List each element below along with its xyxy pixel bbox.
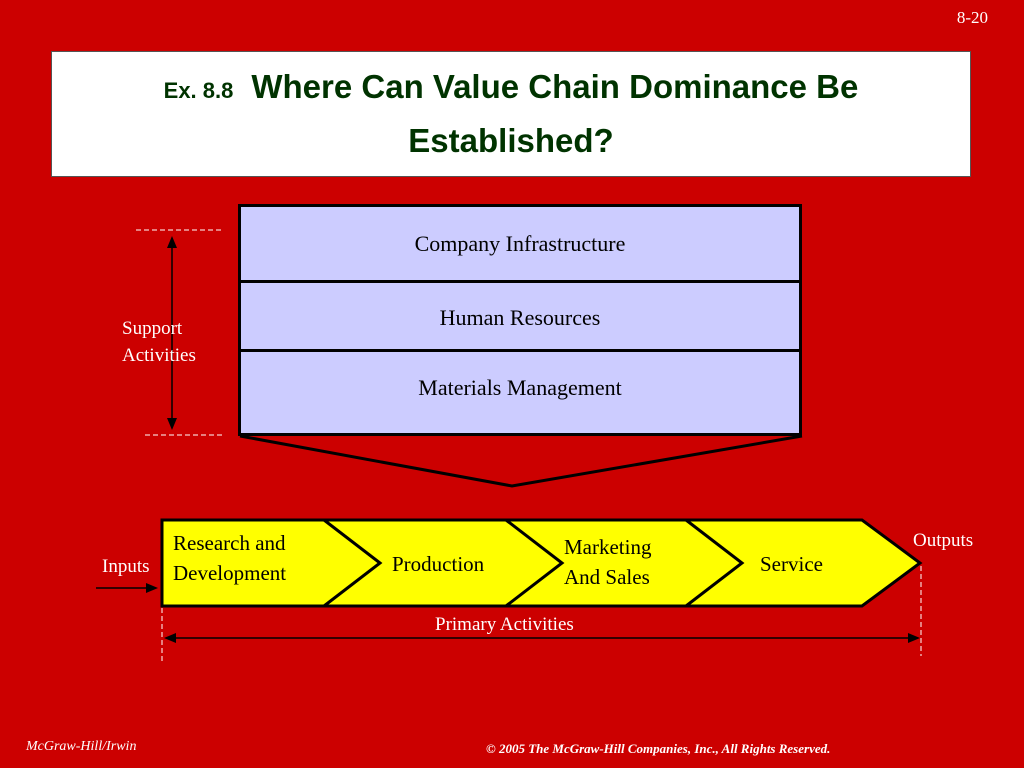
outputs-label: Outputs [913, 530, 974, 551]
support-box-infrastructure: Company Infrastructure [238, 204, 802, 283]
support-box-human-resources: Human Resources [238, 280, 802, 352]
primary-item-production: Production [392, 549, 512, 579]
support-arrow-head-up [167, 236, 177, 248]
primary-item-research-line2: Development [173, 561, 287, 585]
title-text: Where Can Value Chain Dominance Be Estab… [251, 68, 859, 159]
primary-item-research: Research and Development [173, 528, 323, 588]
primary-divider-2 [505, 518, 565, 608]
primary-item-service: Service [760, 549, 860, 579]
primary-span-head-left [164, 633, 176, 643]
support-box-materials: Materials Management [238, 349, 802, 436]
footer-copyright: © 2005 The McGraw-Hill Companies, Inc., … [486, 741, 831, 756]
primary-item-service-line1: Service [760, 552, 823, 576]
primary-divider-3 [685, 518, 745, 608]
primary-item-marketing-line1: Marketing [564, 535, 652, 559]
exhibit-number: Ex. 8.8 [163, 78, 234, 103]
primary-span-head-right [908, 633, 920, 643]
primary-item-marketing-line2: And Sales [564, 565, 650, 589]
primary-divider-1 [323, 518, 383, 608]
primary-item-production-line1: Production [392, 552, 485, 576]
inputs-label: Inputs [102, 556, 150, 577]
support-label-line2: Activities [122, 345, 196, 366]
footer-publisher: McGraw-Hill/Irwin [26, 739, 137, 754]
page-number: 8-20 [956, 8, 988, 27]
support-arrow-head-down [167, 418, 177, 430]
primary-item-research-line1: Research and [173, 531, 286, 555]
inputs-arrow-head [146, 583, 158, 593]
support-label-line1: Support [122, 318, 183, 339]
primary-item-marketing: Marketing And Sales [564, 532, 684, 592]
slide-title: Ex. 8.8 Where Can Value Chain Dominance B… [71, 62, 951, 166]
support-label-infrastructure: Company Infrastructure [414, 230, 626, 256]
title-box: Ex. 8.8 Where Can Value Chain Dominance B… [51, 51, 971, 177]
support-chevron [239, 434, 803, 488]
primary-activities-label: Primary Activities [435, 614, 574, 635]
support-label-human-resources: Human Resources [439, 304, 601, 330]
support-label-materials: Materials Management [418, 374, 622, 400]
support-activities-label: Support Activities [122, 315, 196, 369]
